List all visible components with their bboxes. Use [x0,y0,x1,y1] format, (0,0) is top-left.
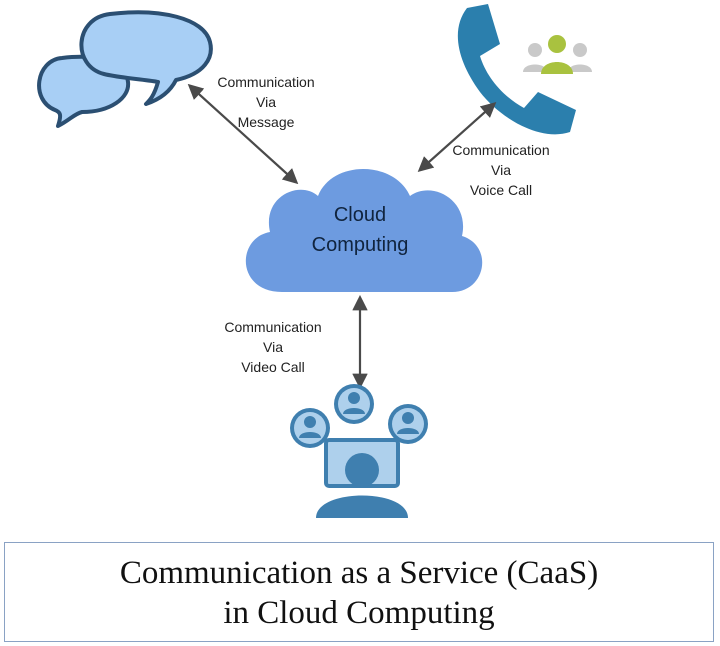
phone-icon [457,4,576,135]
edge-label-line: Video Call [241,359,305,375]
arrow-message [187,83,299,185]
cloud-label-line: Computing [311,234,409,256]
edge-label-line: Communication [217,74,315,90]
edge-label-line: Voice Call [469,182,533,198]
cloud-computing-node [245,169,483,292]
edge-label-line: Via [263,339,283,355]
title-box: Communication as a Service (CaaS) in Clo… [4,542,714,642]
edge-label-line: Communication [452,142,550,158]
edge-label-message: Communication Via Message [206,72,326,132]
edge-label-video: Communication Via Video Call [208,317,338,377]
cloud-label-line: Cloud [333,204,387,226]
cloud-label: Cloud Computing [250,200,470,260]
edge-label-voice: Communication Via Voice Call [436,140,566,200]
chat-bubbles-icon [37,10,213,128]
arrow-voice [417,101,497,173]
video-conference-icon [290,384,428,518]
edge-label-line: Via [256,94,276,110]
title-line-2: in Cloud Computing [223,595,495,631]
edge-label-line: Communication [224,319,322,335]
conference-people-icon [523,35,592,74]
edge-label-line: Via [491,162,511,178]
edge-label-line: Message [237,114,295,130]
title-line-1: Communication as a Service (CaaS) [119,555,599,591]
